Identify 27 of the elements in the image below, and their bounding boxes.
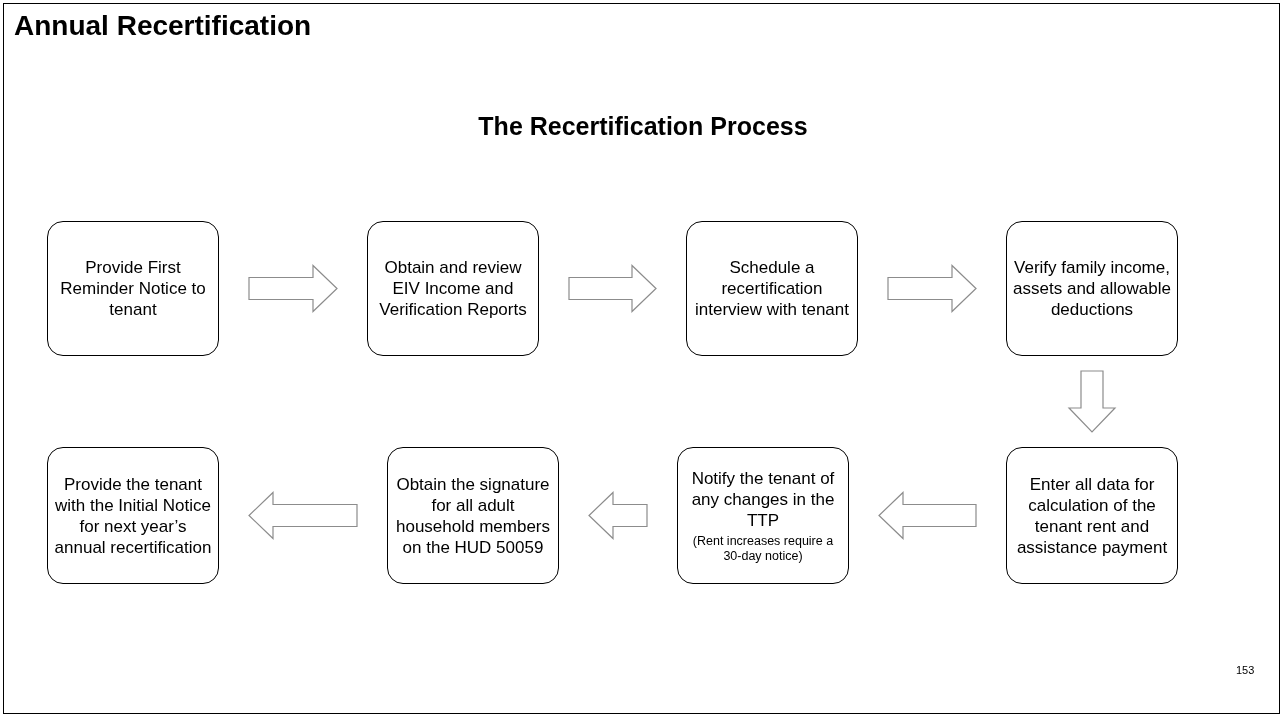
block-arrow	[248, 264, 338, 313]
box-text: Enter all data for calculation of the tenant rent and assistance payment	[1015, 473, 1169, 558]
slide-title: Annual Recertification	[14, 10, 312, 42]
process-box	[387, 447, 559, 584]
box-text: Obtain and review EIV Income and Verification Reports	[378, 257, 528, 320]
process-box	[686, 221, 858, 356]
box-text: Provide the tenant with the Initial Notice for next year’s annual recertification	[54, 473, 212, 558]
box-text: Notify the tenant of any changes in the TTP	[690, 467, 836, 531]
box-text: Obtain the signature for all adult household members on the HUD 50059	[395, 473, 551, 558]
process-box	[1006, 447, 1178, 584]
process-box	[677, 447, 849, 584]
page-number: 153	[1236, 664, 1255, 676]
box-text: Provide First Reminder Notice to tenant	[59, 257, 207, 320]
box-note: (Rent increases require a 30-day notice)	[691, 533, 835, 564]
box-text: Schedule a recertification interview with tenant	[694, 257, 850, 320]
process-box	[1006, 221, 1178, 356]
block-arrow	[887, 264, 977, 313]
block-arrow	[568, 264, 657, 313]
process-box	[47, 221, 219, 356]
block-arrow	[588, 491, 648, 540]
block-arrow	[1067, 370, 1117, 433]
process-box	[47, 447, 219, 584]
diagram-heading: The Recertification Process	[477, 112, 809, 141]
block-arrow	[248, 491, 358, 540]
process-box	[367, 221, 539, 356]
box-text: Verify family income, assets and allowable deductions	[1013, 257, 1171, 320]
block-arrow	[878, 491, 977, 540]
